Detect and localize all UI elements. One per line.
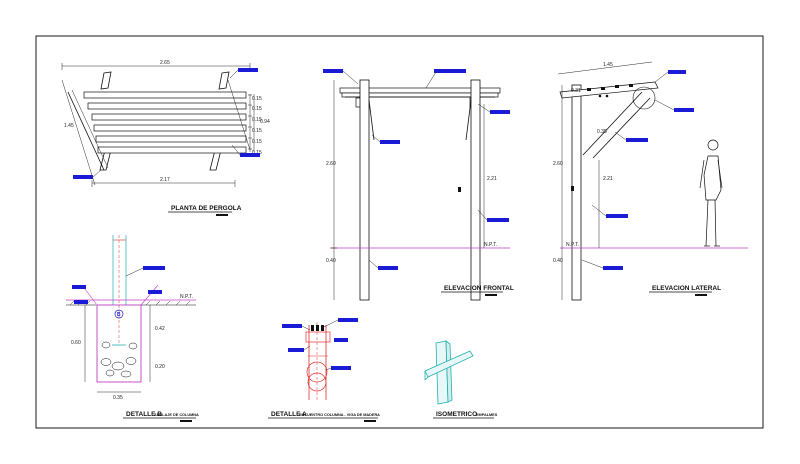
plan-label-tag (240, 153, 260, 157)
front-label-tag (490, 110, 510, 114)
detail-b-dim-a: 0.42 (155, 326, 165, 332)
side-label-tag (626, 138, 648, 142)
front-label-tag (323, 69, 343, 73)
detail-a-label-tag (288, 348, 304, 352)
detail-b-subtitle: ANCLAJE DE COLUMNA (154, 413, 199, 417)
detail-b-dim-b: 0.20 (155, 364, 165, 370)
detail-b-dim-depth: 0.60 (71, 340, 81, 346)
detail-b-label-tag (72, 285, 86, 289)
detail-b-label-tag (148, 290, 162, 294)
front-title: ELEVACION FRONTAL (444, 285, 514, 292)
iso-title: ISOMETRICO (436, 411, 477, 418)
front-dim-inner: 2.21 (487, 176, 497, 182)
front-npt-label: N.P.T. (484, 242, 497, 248)
plan-slat-dim: 0.15 (252, 117, 262, 123)
side-dim-height: 2.60 (553, 161, 563, 167)
detail-a-label-tag (331, 366, 351, 370)
front-label-tag (434, 69, 466, 73)
plan-slat-dim: 0.15 (252, 106, 262, 112)
side-title: ELEVACION LATERAL (652, 285, 721, 292)
detail-b-marker: B (117, 312, 121, 318)
detail-a-subtitle: ENCUENTRO COLUMNA - VIGA DE MADERA (299, 413, 380, 417)
front-dim-height: 2.60 (326, 161, 336, 167)
detail-b-label-tag (143, 266, 165, 270)
front-label-tag (380, 140, 400, 144)
human-scale-figure (699, 139, 723, 247)
detail-a-label-tag (338, 318, 358, 322)
detail-b-npt-label: N.P.T. (180, 294, 193, 300)
plan-label-tag (238, 68, 258, 72)
front-label-tag (378, 266, 398, 270)
detail-a-title: DETALLE A (271, 411, 307, 418)
plan-slat-dim: 0.15 (252, 96, 262, 102)
detail-b-label-tag (74, 300, 88, 304)
detail-a-column-beam-joint: DETALLE A ENCUENTRO COLUMNA - VIGA DE MA… (268, 318, 380, 422)
iso-subtitle: EMPALMES (476, 413, 498, 417)
isometric-joint: ISOMETRICO EMPALMES (424, 340, 498, 419)
plan-dim-right: 0.94 (260, 119, 270, 125)
sheet-frame (35, 35, 764, 429)
side-dim-base: 0.40 (553, 258, 563, 264)
front-label-tag (487, 218, 509, 222)
front-dim-base: 0.40 (326, 258, 336, 264)
side-label-tag (603, 266, 623, 270)
plan-slat-dim: 0.15 (252, 128, 262, 134)
detail-b-dim-width: 0.35 (113, 395, 123, 401)
detail-a-label-tag (334, 338, 348, 342)
detail-b-column-anchor: N.P.T. B 0.60 0.42 0.20 0.35 DETALLE B A… (66, 235, 199, 422)
plan-view: 2.65 2.17 1.45 0.94 0.15 0.15 0.15 0.15 0.15… (61, 60, 270, 216)
plan-dim-left: 1.45 (64, 123, 74, 129)
side-label-tag (606, 214, 628, 218)
side-dim-a: 0.31 (571, 88, 581, 94)
detail-b-title: DETALLE B (126, 411, 162, 418)
side-dim-inner: 2.21 (603, 176, 613, 182)
side-label-tag (668, 70, 686, 74)
plan-label-tag (73, 175, 93, 179)
side-npt-label: N.P.T. (566, 242, 579, 248)
plan-dim-top: 2.65 (160, 60, 170, 66)
plan-slat-dim: 0.15 (252, 139, 262, 145)
side-label-tag (674, 108, 694, 112)
plan-dim-bottom: 2.17 (160, 177, 170, 183)
side-dim-top: 1.45 (603, 62, 613, 68)
detail-a-label-tag (282, 324, 302, 328)
front-elevation: N.P.T. 2.60 0.40 2.21 ELEVACION FRONTAL (323, 69, 514, 301)
plan-title: PLANTA DE PERGOLA (171, 205, 242, 212)
side-elevation: N.P.T. 1.45 2.60 0.40 2.21 0.31 0.35 (553, 61, 748, 301)
side-dim-b: 0.35 (597, 129, 607, 135)
